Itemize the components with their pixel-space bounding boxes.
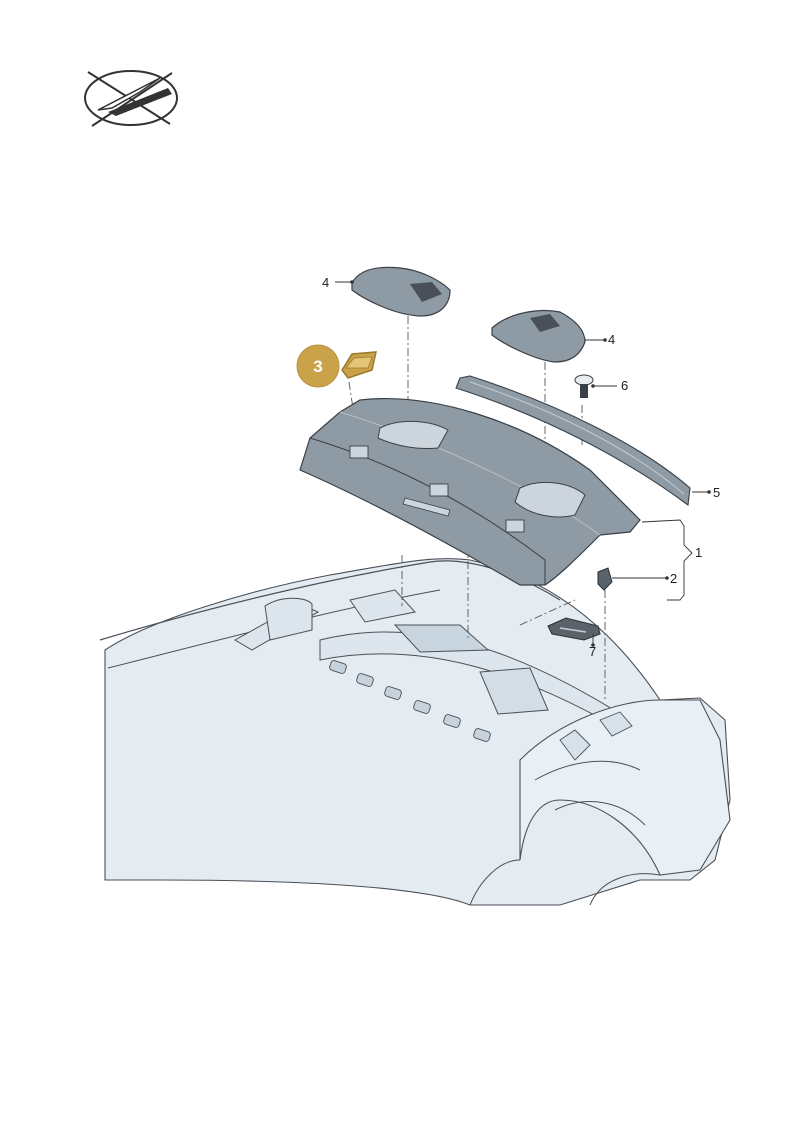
hand-with-wrench-logo (84, 70, 178, 127)
part-label-7: 7 (589, 644, 596, 659)
part-3-cover-highlighted[interactable] (341, 351, 377, 379)
part-4-speaker-cover-left[interactable] (351, 266, 451, 317)
callout-3-label: 3 (313, 357, 322, 376)
part-7-holder[interactable] (547, 617, 601, 641)
part-label-6: 6 (621, 378, 628, 393)
label-leader-lines (335, 281, 709, 645)
part-6-clip[interactable] (574, 374, 594, 398)
part-label-2: 2 (670, 571, 677, 586)
part-label-1: 1 (695, 545, 702, 560)
leader-dots (350, 280, 711, 647)
part-label-4-right: 4 (608, 332, 615, 347)
part-label-5: 5 (713, 485, 720, 500)
callout-3-badge[interactable]: 3 (296, 344, 340, 388)
part-label-4-left: 4 (322, 275, 329, 290)
part-5-trim-strip[interactable] (455, 375, 691, 507)
vehicle-body-shell (99, 558, 731, 906)
part-2-bracket[interactable] (597, 567, 613, 591)
part-4-speaker-cover-right[interactable] (491, 309, 586, 363)
part-1-parcel-shelf[interactable] (299, 398, 641, 586)
